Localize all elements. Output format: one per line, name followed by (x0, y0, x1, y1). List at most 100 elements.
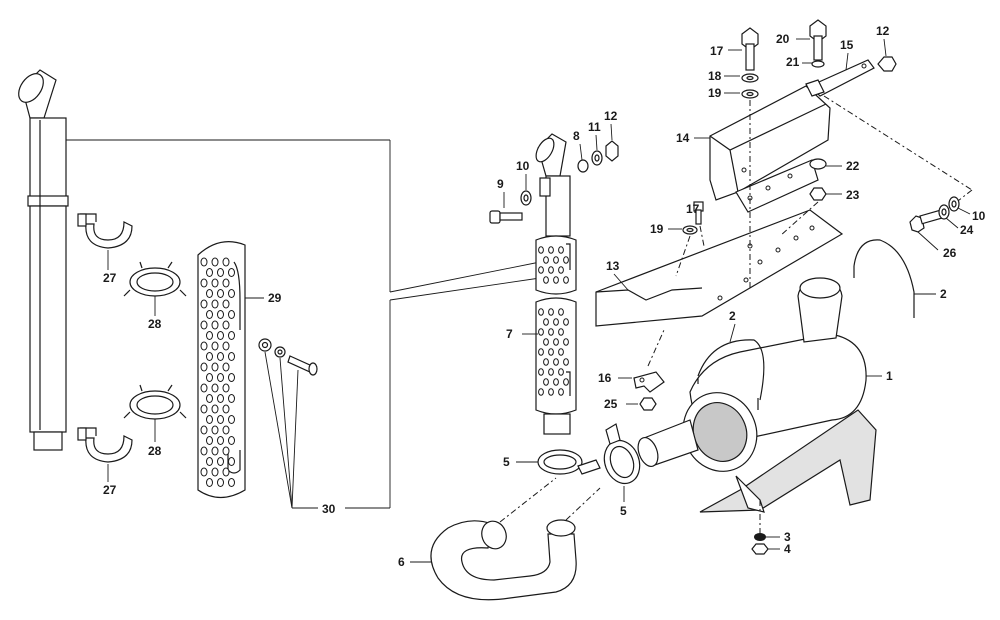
callout-17-middle: 17 (686, 202, 700, 216)
perforation-hole (217, 352, 224, 361)
perforation-hole (206, 373, 213, 382)
perforation-hole (538, 368, 544, 376)
perforation-hole (217, 478, 224, 487)
perforation-hole (553, 358, 559, 366)
perforation-hole (211, 467, 219, 477)
nut-8 (577, 159, 589, 173)
perforation-hole (548, 388, 554, 396)
perforation-hole (211, 383, 219, 393)
perforation-hole (222, 467, 230, 477)
nut-23 (809, 187, 827, 201)
mount-hole (787, 173, 793, 179)
band-clamp-28-lower (123, 384, 187, 420)
callout-10-mid: 10 (516, 159, 530, 173)
callout-12-right: 12 (876, 24, 890, 38)
nut-4 (751, 543, 769, 555)
perforation-hole (217, 289, 224, 298)
mounting-plate-13 (595, 209, 844, 327)
bolt-20 (809, 19, 827, 61)
perforation-hole (211, 320, 219, 330)
nut-12-right (877, 56, 897, 72)
perforation-hole (538, 348, 544, 356)
band-clamp-28-upper (123, 261, 187, 297)
perforation-hole (538, 328, 544, 336)
callout-27-upper: 27 (103, 271, 117, 285)
perforation-hole (206, 289, 213, 298)
perforation-hole (217, 268, 224, 277)
elbow-pipe-6 (430, 519, 577, 601)
perforation-hole (200, 467, 208, 477)
perforation-hole (563, 256, 569, 264)
perforation-hole (558, 266, 564, 274)
callout-8: 8 (573, 129, 580, 143)
mount-hole (743, 277, 749, 283)
perforation-hole (563, 276, 569, 284)
perforation-hole (217, 373, 224, 382)
bolt-17-upper (741, 27, 759, 71)
callout-14: 14 (676, 131, 690, 145)
perforation-hole (206, 352, 213, 361)
perforation-hole (553, 338, 559, 346)
perforation-hole (538, 246, 544, 254)
callout-1: 1 (886, 369, 893, 383)
perforation-hole (222, 425, 230, 435)
perforation-hole (228, 457, 235, 466)
perforation-hole (553, 318, 559, 326)
perforation-hole (228, 289, 235, 298)
callout-15: 15 (840, 38, 854, 52)
perforation-hole (206, 436, 213, 445)
callout-10-right: 10 (972, 209, 986, 223)
perforation-hole (222, 446, 230, 456)
perforation-hole (200, 278, 208, 288)
perforation-hole (217, 331, 224, 340)
callout-24: 24 (960, 223, 974, 237)
bolt-26 (909, 209, 943, 233)
perforated-guard-7-upper (535, 235, 577, 295)
perforation-hole (222, 341, 230, 351)
perforation-hole (211, 299, 219, 309)
perforation-hole (211, 425, 219, 435)
callout-2-right: 2 (940, 287, 947, 301)
washer-19-upper (741, 89, 759, 99)
perforation-hole (563, 318, 569, 326)
perforation-hole (217, 310, 224, 319)
perforation-hole (200, 383, 208, 393)
v-band-clamp-5-right (603, 423, 641, 485)
u-bolt-2-left (697, 339, 765, 410)
perforation-hole (200, 425, 208, 435)
callout-17-upper: 17 (710, 44, 724, 58)
guard-7-perforations (538, 246, 569, 396)
perforation-hole (206, 478, 213, 487)
perforation-hole (538, 308, 544, 316)
perforation-hole (538, 266, 544, 274)
mount-hole (775, 247, 781, 253)
callout-2-left: 2 (729, 309, 736, 323)
perforation-hole (200, 446, 208, 456)
callout-6: 6 (398, 555, 405, 569)
middle-stack-pipe (535, 133, 571, 237)
perforation-hole (206, 268, 213, 277)
mount-hole (809, 225, 815, 231)
mount-hole (741, 167, 747, 173)
perforation-hole (228, 331, 235, 340)
perforation-hole (200, 299, 208, 309)
perforation-hole (548, 348, 554, 356)
perforation-hole (222, 299, 230, 309)
perforation-hole (543, 318, 549, 326)
callout-28-lower: 28 (148, 444, 162, 458)
perforation-hole (548, 246, 554, 254)
washer-24 (938, 204, 950, 220)
perforation-hole (222, 320, 230, 330)
mount-hole (793, 235, 799, 241)
perforation-hole (543, 276, 549, 284)
perforation-hole (543, 378, 549, 386)
callout-18: 18 (708, 69, 722, 83)
perforation-hole (211, 257, 219, 267)
perforation-hole (217, 415, 224, 424)
perforation-hole (228, 310, 235, 319)
u-bolt-2-right (853, 239, 915, 318)
callout-4: 4 (784, 542, 791, 556)
muffler-1 (637, 277, 877, 513)
callout-19-upper: 19 (708, 86, 722, 100)
guard-hardware-30 (258, 338, 318, 376)
